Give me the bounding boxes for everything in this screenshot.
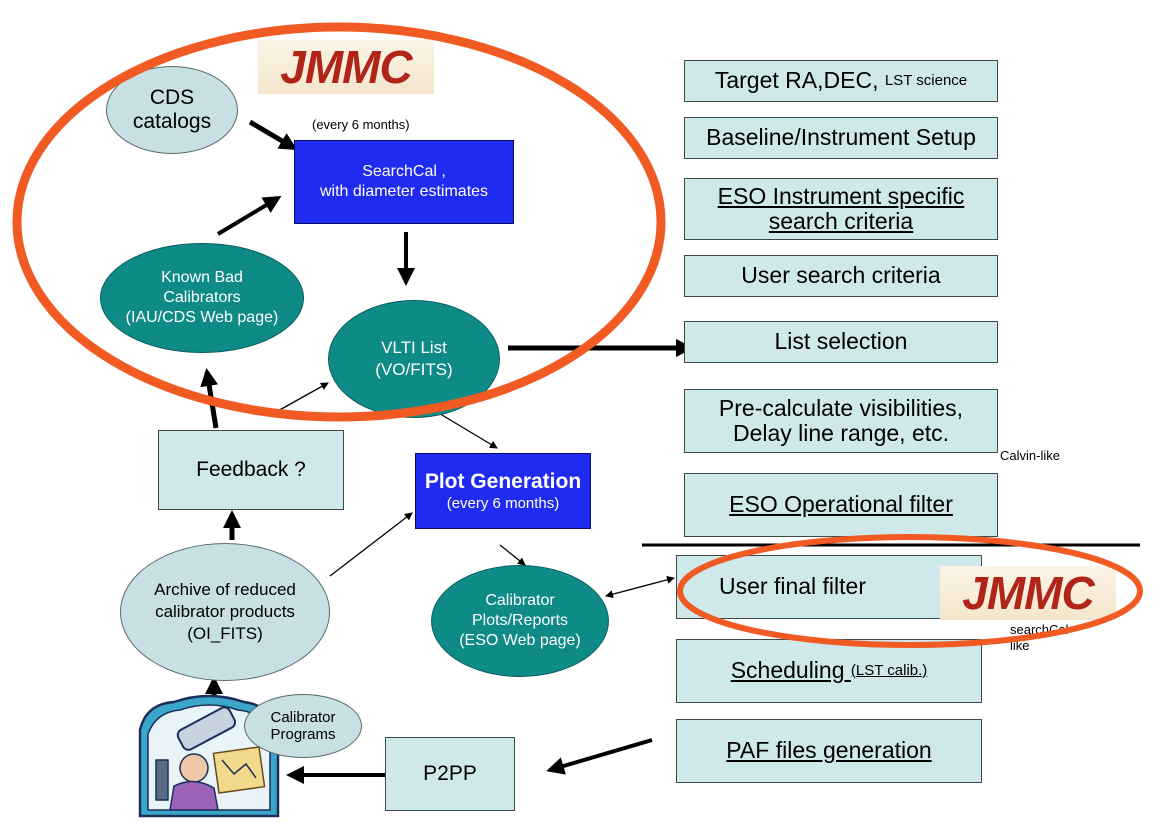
- arrow-feedback-to-vlti: [275, 382, 329, 413]
- vlti-list-node: VLTI List (VO/FITS): [328, 300, 500, 418]
- paf-files-box: PAF files generation: [676, 719, 982, 783]
- jmmc-logo-bottom: JMMC: [940, 566, 1116, 620]
- scheduling-label: Scheduling: [730, 657, 851, 684]
- eso-instrument-criteria-box: ESO Instrument specific search criteria: [684, 178, 998, 240]
- calvin-like-note: Calvin-like: [1000, 448, 1060, 463]
- arrow-cds-to-searchcal: [248, 119, 298, 151]
- target-radec-box: Target RA,DEC, LST science: [684, 60, 998, 102]
- searchcal-frequency-note: (every 6 months): [312, 117, 410, 132]
- arrow-feedback-to-knownbad: [200, 368, 219, 429]
- arrow-knownbad-to-searchcal: [216, 195, 282, 236]
- baseline-setup-box: Baseline/Instrument Setup: [684, 117, 998, 159]
- p2pp-box: P2PP: [385, 737, 515, 811]
- arrow-calplots-userfinal: [605, 575, 675, 599]
- arrow-paf-to-p2pp: [546, 738, 653, 775]
- eso-operational-filter-box: ESO Operational filter: [684, 473, 998, 537]
- arrow-plot-to-calplots: [499, 544, 526, 566]
- searchcal-like-note: searchCal- like: [1010, 622, 1073, 654]
- plot-generation-frequency: (every 6 months): [446, 494, 560, 512]
- scheduling-box: Scheduling (LST calib.): [676, 639, 982, 703]
- user-final-filter-box: User final filter: [676, 555, 982, 619]
- paf-files-label: PAF files generation: [726, 737, 932, 764]
- searchcal-box: SearchCal , with diameter estimates: [294, 140, 514, 224]
- user-search-criteria-box: User search criteria: [684, 255, 998, 297]
- arrow-vlti-to-plot: [436, 411, 498, 449]
- precalculate-box: Pre-calculate visibilities, Delay line r…: [684, 389, 998, 453]
- target-lst-science-label: LST science: [884, 71, 968, 89]
- eso-instrument-criteria-label: ESO Instrument specific search criteria: [717, 182, 965, 234]
- list-selection-box: List selection: [684, 321, 998, 363]
- arrow-archive-to-plot: [329, 512, 413, 577]
- calibrator-plots-node: Calibrator Plots/Reports (ESO Web page): [431, 565, 609, 677]
- archive-node: Archive of reduced calibrator products (…: [120, 543, 330, 681]
- plot-generation-box: Plot Generation (every 6 months): [415, 453, 591, 529]
- eso-operational-filter-label: ESO Operational filter: [729, 491, 953, 518]
- calibrator-programs-node: Calibrator Programs: [244, 694, 362, 758]
- jmmc-logo-top: JMMC: [258, 40, 434, 94]
- plot-generation-title: Plot Generation: [424, 469, 582, 493]
- target-radec-label: Target RA,DEC,: [714, 67, 885, 94]
- scheduling-lst-label: (LST calib.): [850, 661, 928, 679]
- known-bad-calibrators-node: Known Bad Calibrators (IAU/CDS Web page): [100, 243, 304, 353]
- feedback-box: Feedback ?: [158, 430, 344, 510]
- cds-catalogs-node: CDS catalogs: [106, 66, 238, 154]
